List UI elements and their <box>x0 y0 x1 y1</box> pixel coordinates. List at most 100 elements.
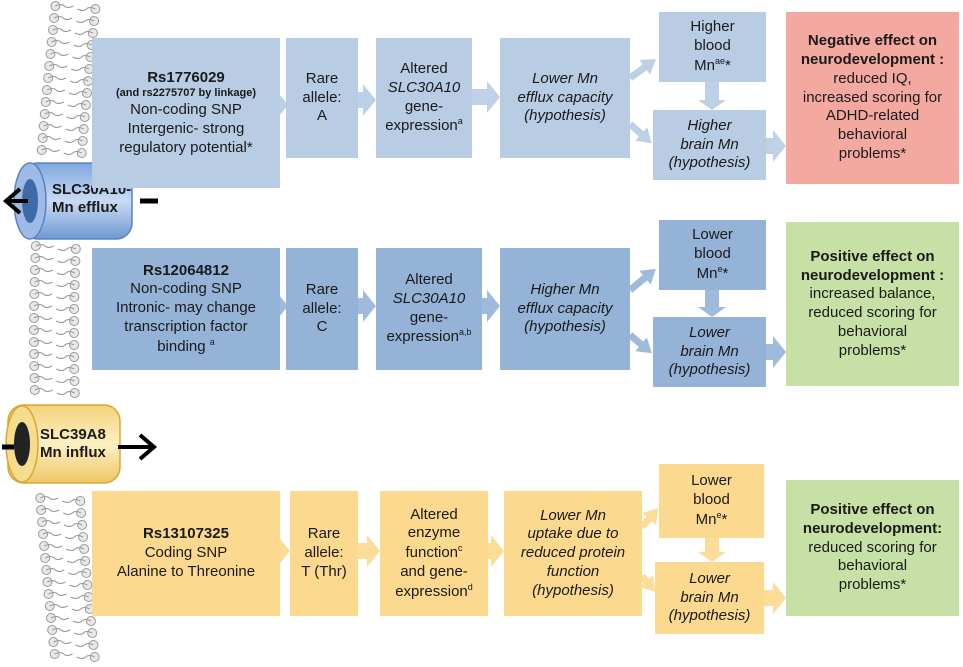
lipid-tail-icon <box>49 604 68 608</box>
row2-effect-title1: Positive effect on <box>810 247 935 265</box>
row2-brain-l3: (hypothesis) <box>668 361 751 379</box>
slc39a8-name: SLC39A8 <box>40 426 106 443</box>
lipid-tail-icon <box>47 580 66 584</box>
row3-blood-sup: e <box>716 509 722 520</box>
lipid-tail-icon <box>56 391 75 395</box>
flow-arrow-down-icon <box>698 290 726 317</box>
flow-arrow-icon <box>766 336 786 368</box>
row3-allele-value: T (Thr) <box>301 562 347 580</box>
lipid-tail-icon <box>71 607 90 611</box>
row2-effect-l2: reduced scoring for <box>808 304 937 321</box>
lipid-tail-icon <box>77 7 96 11</box>
lipid-tail-icon <box>55 307 75 311</box>
row3-effect-box: Positive effect on neurodevelopment: red… <box>786 480 959 616</box>
flow-arrow-icon <box>277 535 290 567</box>
lipid-tail-icon <box>52 28 72 32</box>
lipid-tail-icon <box>76 655 95 659</box>
row2-expr-l1: Altered <box>405 271 453 288</box>
lipid-tail-icon <box>71 67 90 71</box>
row3-brain-l1: Lower <box>689 569 730 587</box>
lipid-tail-icon <box>69 79 89 83</box>
row2-blood-star: * <box>722 264 729 282</box>
row1-brain-l2: brain Mn <box>680 135 739 153</box>
flow-arrow-icon <box>488 535 504 567</box>
lipid-tail-icon <box>55 343 75 347</box>
row3-expr-l1: Altered <box>410 505 458 523</box>
lipid-tail-icon <box>42 532 62 536</box>
lipid-tail-icon <box>56 367 75 371</box>
flow-branch-arrow-icon <box>639 59 657 75</box>
flow-branch-arrow-icon <box>635 127 652 144</box>
row3-expr-l3-sup: c <box>458 543 463 554</box>
flow-arrow-icon <box>358 535 380 567</box>
row3-capacity-box: Lower Mn uptake due to reduced protein f… <box>504 491 642 616</box>
lipid-tail-icon <box>57 259 76 263</box>
row2-effect-title2: neurodevelopment : <box>800 266 945 284</box>
lipid-tail-icon <box>56 271 76 275</box>
row2-blood-l1: Lower <box>692 226 733 244</box>
row1-cap-l2: efflux capacity <box>517 88 613 106</box>
flow-branch-arrow-icon <box>635 337 652 354</box>
row1-blood-star: * <box>725 56 731 74</box>
row1-allele-box: Rare allele: A <box>286 38 358 158</box>
lipid-tail-icon <box>54 652 73 656</box>
lipid-tail-icon <box>62 511 82 515</box>
row2-allele-box: Rare allele: C <box>286 248 358 370</box>
lipid-tail-icon <box>51 628 71 632</box>
lipid-tail-icon <box>34 388 53 392</box>
row2-snp-desc1: Intronic- may change <box>115 299 257 317</box>
lipid-tail-icon <box>62 499 81 503</box>
row1-brain-l3: (hypothesis) <box>668 154 751 172</box>
lipid-tail-icon <box>41 520 61 524</box>
lipid-tail-icon <box>72 619 92 623</box>
row3-allele-box: Rare allele: T (Thr) <box>290 491 358 616</box>
lipid-tail-icon <box>57 247 77 251</box>
row1-effect-box: Negative effect on neurodevelopment : re… <box>786 12 959 184</box>
row1-expr-gene: SLC30A10 <box>387 78 461 96</box>
lipid-tail-icon <box>43 124 62 128</box>
row3-expr-l2: enzyme <box>407 524 461 542</box>
lipid-tail-icon <box>55 4 74 8</box>
lipid-tail-icon <box>33 304 53 308</box>
row1-snp-desc2: regulatory potential* <box>119 138 253 156</box>
row2-capacity-box: Higher Mn efflux capacity (hypothesis) <box>500 248 630 370</box>
row1-cap-l1: Lower Mn <box>532 69 598 87</box>
lipid-tail-icon <box>63 523 83 527</box>
row1-expression-box: Altered SLC30A10 gene- expressiona <box>376 38 472 158</box>
row3-cap-l1: Lower Mn <box>540 506 606 524</box>
lipid-tail-icon <box>53 16 73 20</box>
row2-expr-l2: gene- <box>409 308 449 326</box>
row3-blood-star: * <box>721 510 728 528</box>
lipid-tail-icon <box>75 19 95 23</box>
lipid-tail-icon <box>73 43 92 47</box>
row3-expr-l5: expression <box>395 582 468 600</box>
lipid-tail-icon <box>50 52 69 56</box>
row1-snp-type: Non-coding SNP <box>130 101 242 119</box>
row3-blood-mn: Mn <box>695 510 717 528</box>
row2-blood-mn: Mn <box>696 264 718 282</box>
row3-cap-l5: (hypothesis) <box>532 581 614 599</box>
lipid-tail-icon <box>46 568 65 572</box>
row1-snp-box: Rs1776029 (and rs2275707 by linkage) Non… <box>92 38 280 188</box>
slc39a8-function: Mn influx <box>40 444 106 461</box>
row2-cap-l2: efflux capacity <box>517 299 613 317</box>
row2-snp-type: Non-coding SNP <box>130 280 242 298</box>
row1-allele-value: A <box>316 107 327 125</box>
flow-arrow-icon <box>472 81 500 113</box>
lipid-tail-icon <box>65 547 85 551</box>
lipid-tail-icon <box>33 352 53 356</box>
row3-allele-l1: Rare <box>307 525 341 543</box>
lipid-tail-icon <box>55 319 75 323</box>
row2-brain-l1: Lower <box>689 323 730 341</box>
row3-snp-box: Rs13107325 Coding SNP Alanine to Threoni… <box>92 491 280 616</box>
row1-allele-l1: Rare <box>305 69 339 87</box>
lipid-tail-icon <box>56 295 75 299</box>
row3-blood-l2: blood <box>693 491 730 509</box>
row3-effect-l1: reduced scoring for <box>808 538 937 556</box>
row1-blood-mn: Mn <box>694 56 715 74</box>
lipid-tail-icon <box>65 127 84 131</box>
flow-branch-arrow-icon <box>639 268 656 285</box>
row1-expr-l3: expression <box>385 117 458 135</box>
row1-brain-l1: Higher <box>687 116 732 134</box>
lipid-tail-icon <box>64 535 84 539</box>
